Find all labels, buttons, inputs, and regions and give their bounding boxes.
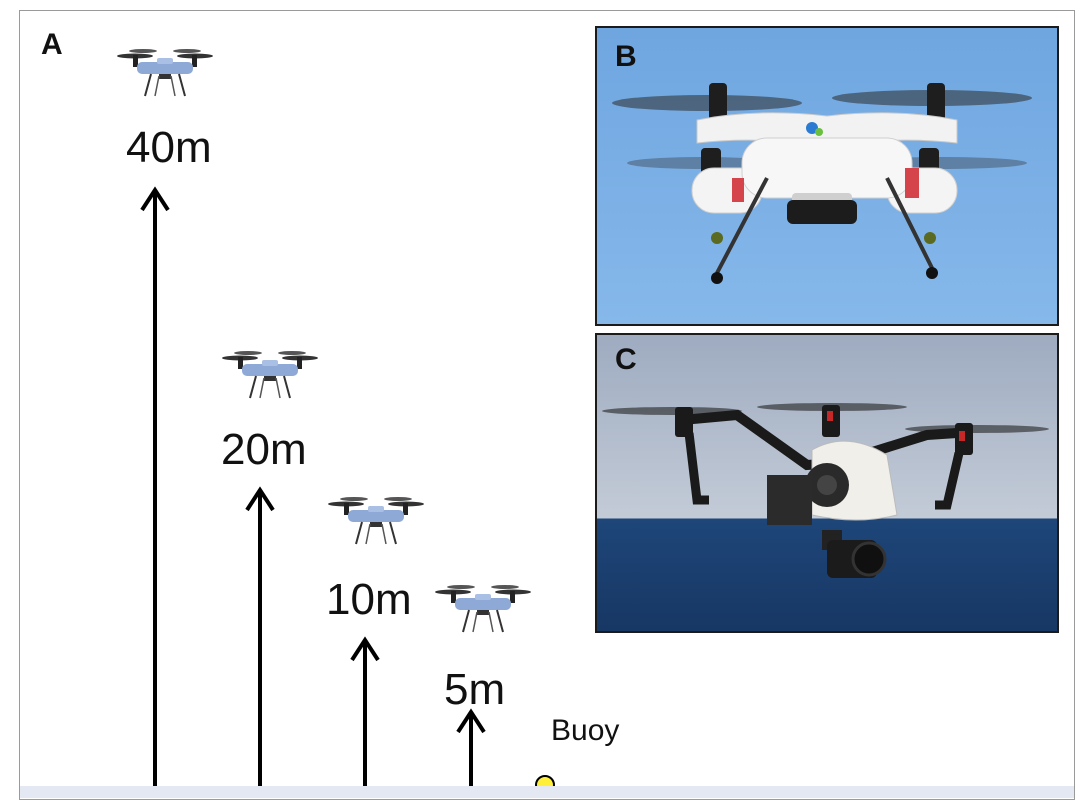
arrow-5m [456,708,486,788]
drone-5m-icon [434,584,532,633]
arrow-10m [350,636,380,788]
photo-panel-b [595,26,1059,326]
arrow-40m [140,186,170,788]
drone-20m-icon [221,350,319,399]
drone-10m-icon [327,496,425,545]
large-drone-b-image [612,83,1032,284]
altitude-label-10m: 10m [326,575,412,624]
altitude-label-5m: 5m [444,665,506,714]
photo-panel-c [595,333,1059,633]
altitude-label-40m: 40m [126,123,212,172]
drone-40m-icon [116,48,214,97]
panel-c-label: C [615,343,637,376]
large-drone-c-image [602,403,1049,578]
arrow-20m [245,486,275,788]
buoy-label: Buoy [551,714,620,747]
panel-a-label: A [41,28,63,61]
ground-strip [20,786,1074,798]
panel-b-label: B [615,40,637,73]
altitude-label-20m: 20m [221,425,307,474]
